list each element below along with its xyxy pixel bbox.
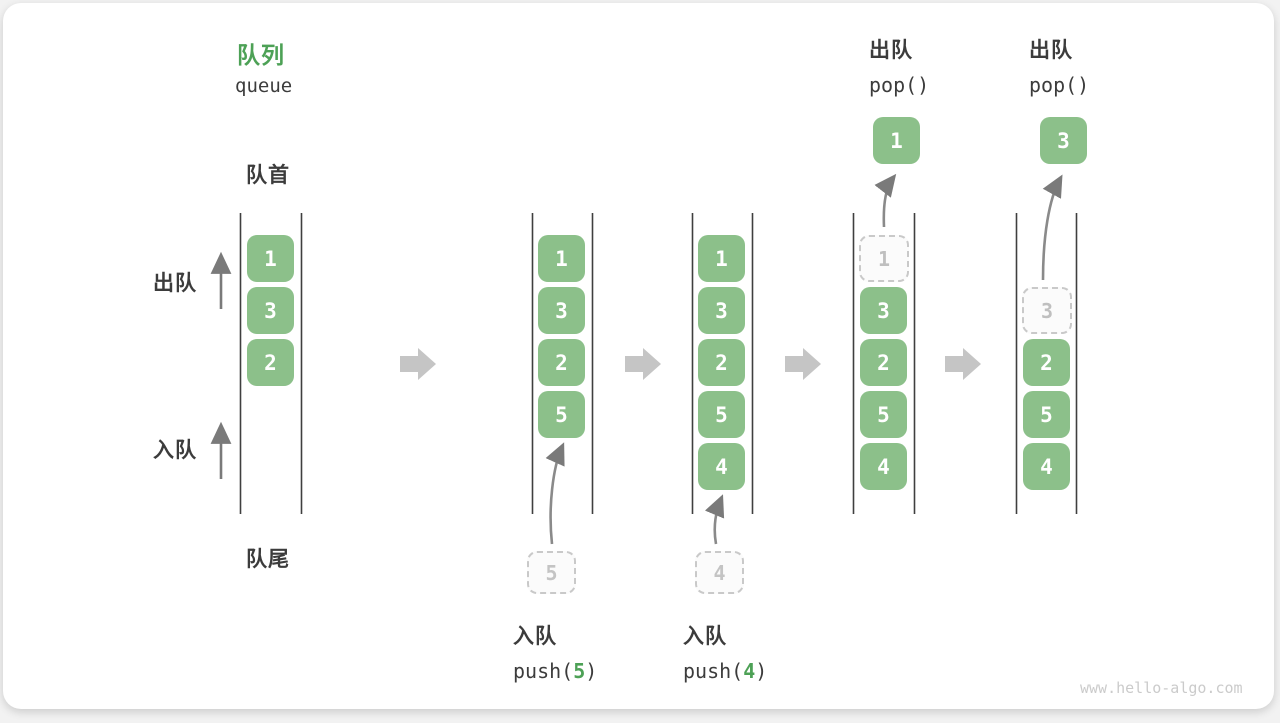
ghost-box: 3 bbox=[1022, 287, 1072, 334]
queue-rear-label: 队尾 bbox=[246, 548, 290, 571]
push-5-code: push(5) bbox=[513, 659, 598, 683]
queue-box: 2 bbox=[247, 339, 294, 386]
enqueue-side-label: 入队 bbox=[153, 439, 197, 462]
pop-3-operation-label: 出队 pop() bbox=[1029, 34, 1089, 97]
queue-box: 2 bbox=[860, 339, 907, 386]
queue-box: 2 bbox=[1023, 339, 1070, 386]
queue-box: 1 bbox=[247, 235, 294, 282]
staging-box: 4 bbox=[695, 551, 744, 594]
popped-box: 1 bbox=[873, 117, 920, 164]
push-4-code: push(4) bbox=[683, 659, 768, 683]
figure-card: 队列 queue 队首 队尾 出队 入队 1 3 2 1 3 2 5 5 入队 … bbox=[3, 3, 1274, 709]
queue-box: 2 bbox=[538, 339, 585, 386]
queue-box: 5 bbox=[1023, 391, 1070, 438]
enqueue-op-label: 入队 bbox=[513, 625, 557, 648]
queue-box: 3 bbox=[860, 287, 907, 334]
push-4-operation-label: 入队 push(4) bbox=[683, 620, 767, 683]
watermark: www.hello-algo.com bbox=[1080, 679, 1243, 697]
queue-box: 4 bbox=[698, 443, 745, 490]
staging-box: 5 bbox=[527, 551, 576, 594]
queue-box: 4 bbox=[1023, 443, 1070, 490]
queue-box: 3 bbox=[698, 287, 745, 334]
diagram-graphics bbox=[210, 173, 1078, 545]
pop-3-code: pop() bbox=[1029, 73, 1090, 97]
popped-box: 3 bbox=[1040, 117, 1087, 164]
dequeue-op-label: 出队 bbox=[869, 39, 913, 62]
queue-box: 5 bbox=[860, 391, 907, 438]
page-subtitle: queue bbox=[235, 75, 293, 97]
queue-box: 3 bbox=[247, 287, 294, 334]
page-title: 队列 bbox=[237, 42, 285, 68]
queue-box: 1 bbox=[538, 235, 585, 282]
queue-box: 4 bbox=[860, 443, 907, 490]
queue-box: 5 bbox=[538, 391, 585, 438]
queue-box: 3 bbox=[538, 287, 585, 334]
dequeue-side-label: 出队 bbox=[153, 272, 197, 295]
queue-front-label: 队首 bbox=[246, 164, 290, 187]
push-5-operation-label: 入队 push(5) bbox=[513, 620, 597, 683]
push-5-arrow-icon bbox=[545, 442, 565, 545]
enqueue-op-label: 入队 bbox=[683, 625, 727, 648]
pop-3-arrow-icon bbox=[1041, 174, 1063, 281]
queue-box: 1 bbox=[698, 235, 745, 282]
dequeue-op-label: 出队 bbox=[1029, 39, 1073, 62]
ghost-box: 1 bbox=[859, 235, 909, 282]
queue-box: 5 bbox=[698, 391, 745, 438]
push-4-arrow-icon bbox=[704, 494, 725, 545]
queue-box: 2 bbox=[698, 339, 745, 386]
pop-1-code: pop() bbox=[869, 73, 930, 97]
pop-1-operation-label: 出队 pop() bbox=[869, 34, 929, 97]
pop-1-arrow-icon bbox=[874, 173, 897, 228]
